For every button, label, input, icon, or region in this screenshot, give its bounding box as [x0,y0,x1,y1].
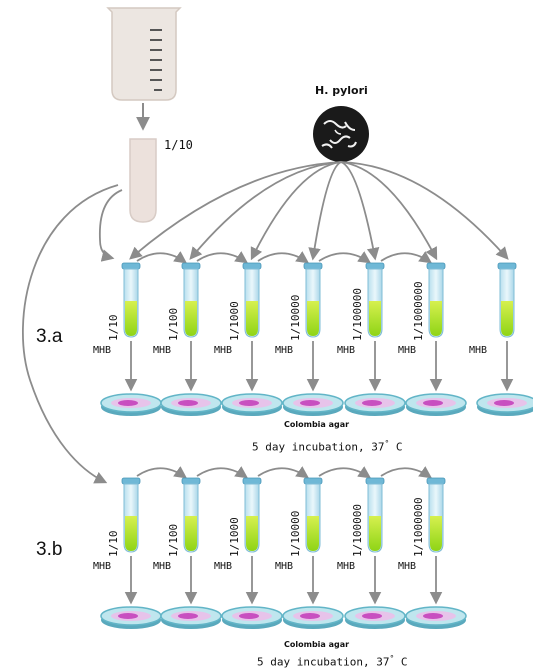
dilution-tube [242,262,262,338]
serial-transfer-arrow [318,466,372,479]
dilution-tube [303,477,323,553]
mhb-label: MHB [93,561,112,572]
petri-dish [160,393,222,416]
mhb-label: MHB [214,345,233,356]
inoculation-arrow [250,161,342,261]
petri-dish [405,393,467,416]
serial-transfer-arrow [380,251,433,264]
incubation-label-3a: 5 day incubation, 37° C [252,439,403,454]
mhb-label: MHB [275,345,294,356]
agar-label-3b: Colombia agar [284,640,350,649]
serial-transfer-arrow [136,466,188,479]
dilution-label: 1/1000000 [412,281,425,341]
incubation-label-3b: 5 day incubation, 37° C [257,654,408,669]
mhb-label: MHB [469,345,488,356]
mhb-label: MHB [337,561,356,572]
dilution-label: 1/10000 [289,510,302,557]
section-3a-row [100,251,533,416]
dilution-tube [181,262,201,338]
mhb-label: MHB [398,561,417,572]
mhb-label: MHB [153,561,172,572]
petri-dish [405,606,467,629]
serial-transfer-arrow [136,251,188,264]
source-ratio-label: 1/10 [164,138,193,152]
petri-dish [221,393,283,416]
dilution-label: 1/1000 [228,301,241,341]
mhb-label: MHB [214,561,233,572]
petri-dish [344,606,406,629]
petri-dish [221,606,283,629]
dilution-label: 1/100000 [351,504,364,557]
dilution-tube [181,477,201,553]
tube-to-3b-arrow [21,184,119,484]
dilution-tube [303,262,323,338]
dilution-tube [242,477,262,553]
mhb-label: MHB [275,561,294,572]
dilution-tube [426,262,446,338]
serial-transfer-arrow [196,466,249,479]
h-pylori-label: H. pylori [315,84,368,97]
dilution-tube [365,262,385,338]
agar-label-3a: Colombia agar [284,420,350,429]
intermediate-tube [129,138,157,223]
petri-dish [282,606,344,629]
petri-dish [100,606,162,629]
petri-dish [476,393,533,416]
dilution-label: 1/1000 [228,517,241,557]
petri-dish [282,393,344,416]
mhb-label: MHB [398,345,417,356]
serial-transfer-arrow [380,466,433,479]
h-pylori-culture-icon [313,106,369,162]
mhb-label: MHB [153,345,172,356]
inoculation-arrow [189,161,342,260]
inoculation-arrow [340,161,509,260]
serial-transfer-arrow [318,251,372,264]
dilution-tube [426,477,446,553]
serial-transfer-arrow [257,466,310,479]
h-pylori-inoculation-arrows [129,161,509,261]
mhb-label: MHB [337,345,356,356]
dilution-label: 1/100000 [351,288,364,341]
tube-to-3a-arrow [99,189,123,262]
petri-dish [100,393,162,416]
stock-beaker [106,7,182,101]
dilution-tube [365,477,385,553]
serial-transfer-arrow [196,251,249,264]
mhb-label: MHB [93,345,112,356]
section-3b-row [100,466,467,629]
dilution-label: 1/10 [107,530,120,558]
inoculation-arrow [340,161,380,261]
dilution-label: 1/10000 [289,294,302,341]
petri-dish [160,606,222,629]
dilution-tube [121,262,141,338]
dilution-label: 1/100 [167,307,180,341]
dilution-tube [121,477,141,553]
dilution-tube [497,262,517,338]
inoculation-arrow [129,161,342,260]
section-3a-label: 3.a [36,326,63,347]
dilution-label: 1/100 [167,523,180,557]
dilution-label: 1/1000000 [412,497,425,557]
inoculation-arrow [308,161,342,261]
petri-dish [344,393,406,416]
serial-transfer-arrow [257,251,310,264]
inoculation-arrow [340,161,438,261]
section-3b-label: 3.b [36,539,63,560]
dilution-label: 1/10 [107,314,120,342]
